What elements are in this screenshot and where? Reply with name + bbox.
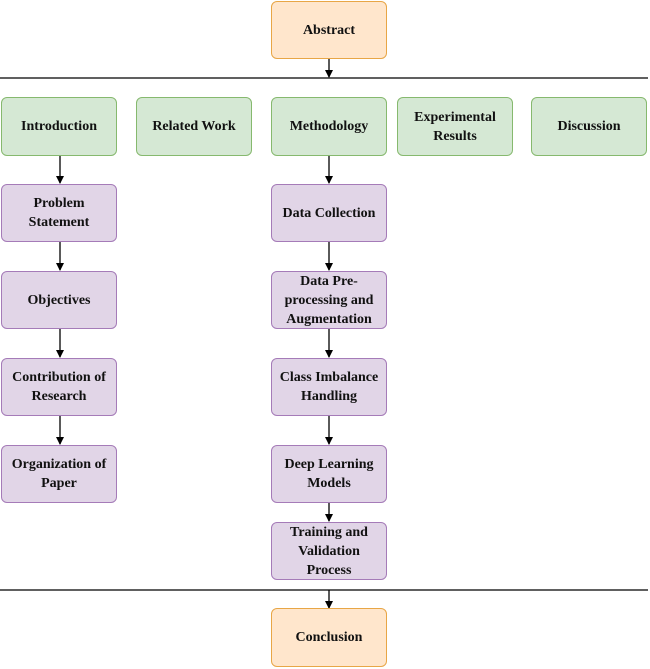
- objectives-node: Objectives: [1, 271, 117, 329]
- experimental-results-node: Experimental Results: [397, 97, 513, 156]
- training-validation-node: Training and Validation Process: [271, 522, 387, 580]
- contribution-of-research-node: Contribution of Research: [1, 358, 117, 416]
- conclusion-node: Conclusion: [271, 608, 387, 667]
- organization-of-paper-node: Organization of Paper: [1, 445, 117, 503]
- data-preprocessing-node: Data Pre-processing and Augmentation: [271, 271, 387, 329]
- methodology-node: Methodology: [271, 97, 387, 156]
- introduction-node: Introduction: [1, 97, 117, 156]
- data-collection-node: Data Collection: [271, 184, 387, 242]
- abstract-node: Abstract: [271, 1, 387, 59]
- discussion-node: Discussion: [531, 97, 647, 156]
- related-work-node: Related Work: [136, 97, 252, 156]
- deep-learning-models-node: Deep Learning Models: [271, 445, 387, 503]
- problem-statement-node: Problem Statement: [1, 184, 117, 242]
- class-imbalance-handling-node: Class Imbalance Handling: [271, 358, 387, 416]
